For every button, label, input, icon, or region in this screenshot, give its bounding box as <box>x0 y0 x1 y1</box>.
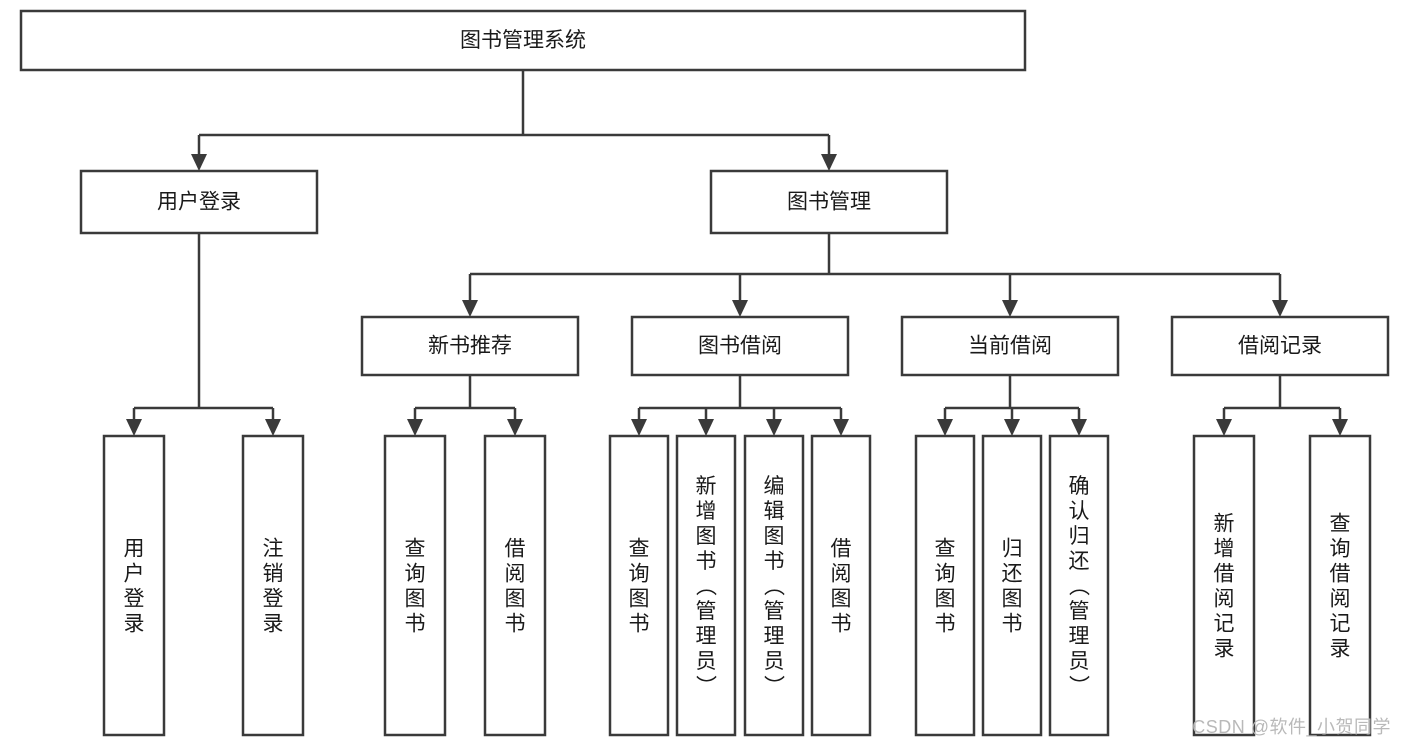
node-borrow-add-book[interactable]: 新增图书（管理员） <box>675 434 737 737</box>
node-label-borrow-edit-book: 编辑图书（管理员） <box>764 475 786 698</box>
node-box-recommend-query-book <box>383 434 447 737</box>
node-box-borrow-query-book <box>608 434 670 737</box>
node-borrow-borrow-book[interactable]: 借阅图书 <box>810 434 872 737</box>
node-box-records-add <box>1192 434 1256 737</box>
node-borrow-edit-book[interactable]: 编辑图书（管理员） <box>743 434 805 737</box>
node-label-borrow-records: 借阅记录 <box>1238 335 1322 358</box>
node-current-confirm-return[interactable]: 确认归还（管理员） <box>1048 434 1110 737</box>
node-label-current-confirm-return: 确认归还（管理员） <box>1069 475 1091 698</box>
arrow-head-icon <box>732 300 748 317</box>
node-box-recommend-borrow-book <box>483 434 547 737</box>
node-root[interactable]: 图书管理系统 <box>19 9 1027 72</box>
node-label-book-borrow: 图书借阅 <box>698 335 782 358</box>
node-box-user-logout <box>241 434 305 737</box>
arrow-head-icon <box>1002 300 1018 317</box>
node-box-current-return-book <box>981 434 1043 737</box>
node-user-login-do[interactable]: 用户登录 <box>102 434 166 737</box>
node-book-borrow[interactable]: 图书借阅 <box>630 315 850 377</box>
node-records-add[interactable]: 新增借阅记录 <box>1192 434 1256 737</box>
arrow-head-icon <box>698 419 714 436</box>
node-label-recommend-query-book: 查询图书 <box>405 538 426 636</box>
node-label-user-login-do: 用户登录 <box>124 538 145 636</box>
node-user-logout[interactable]: 注销登录 <box>241 434 305 737</box>
node-label-root: 图书管理系统 <box>460 29 586 52</box>
node-new-book-recommend[interactable]: 新书推荐 <box>360 315 580 377</box>
arrow-head-icon <box>191 154 207 171</box>
node-box-root <box>19 9 1027 72</box>
node-box-book-management <box>709 169 949 235</box>
node-label-user-login: 用户登录 <box>157 191 241 214</box>
node-label-book-management: 图书管理 <box>787 191 871 214</box>
node-borrow-records[interactable]: 借阅记录 <box>1170 315 1390 377</box>
arrow-head-icon <box>631 419 647 436</box>
node-current-query-book[interactable]: 查询图书 <box>914 434 976 737</box>
arrow-head-icon <box>1332 419 1348 436</box>
arrow-head-icon <box>821 154 837 171</box>
node-borrow-query-book[interactable]: 查询图书 <box>608 434 670 737</box>
node-box-borrow-borrow-book <box>810 434 872 737</box>
node-recommend-borrow-book[interactable]: 借阅图书 <box>483 434 547 737</box>
node-box-current-query-book <box>914 434 976 737</box>
node-box-borrow-records <box>1170 315 1390 377</box>
node-box-book-borrow <box>630 315 850 377</box>
node-box-current-confirm-return <box>1048 434 1110 737</box>
arrow-head-icon <box>766 419 782 436</box>
arrow-head-icon <box>407 419 423 436</box>
arrow-head-icon <box>1071 419 1087 436</box>
node-label-records-add: 新增借阅记录 <box>1214 513 1235 661</box>
node-label-user-logout: 注销登录 <box>263 538 284 636</box>
arrow-head-icon <box>833 419 849 436</box>
node-label-borrow-query-book: 查询图书 <box>629 538 650 636</box>
node-records-query[interactable]: 查询借阅记录 <box>1308 434 1372 737</box>
arrow-head-icon <box>126 419 142 436</box>
arrow-head-icon <box>507 419 523 436</box>
node-box-new-book-recommend <box>360 315 580 377</box>
node-box-borrow-edit-book <box>743 434 805 737</box>
arrow-head-icon <box>1272 300 1288 317</box>
node-current-borrow[interactable]: 当前借阅 <box>900 315 1120 377</box>
node-user-login[interactable]: 用户登录 <box>79 169 319 235</box>
node-box-borrow-add-book <box>675 434 737 737</box>
node-label-recommend-borrow-book: 借阅图书 <box>505 538 526 636</box>
nodes-layer: 图书管理系统用户登录用户登录注销登录图书管理新书推荐查询图书借阅图书图书借阅查询… <box>19 9 1390 737</box>
node-label-borrow-add-book: 新增图书（管理员） <box>696 475 718 698</box>
node-current-return-book[interactable]: 归还图书 <box>981 434 1043 737</box>
arrow-head-icon <box>937 419 953 436</box>
node-box-current-borrow <box>900 315 1120 377</box>
arrow-head-icon <box>1216 419 1232 436</box>
connectors-layer <box>126 70 1348 436</box>
node-label-current-query-book: 查询图书 <box>935 538 956 636</box>
node-label-new-book-recommend: 新书推荐 <box>428 335 512 358</box>
node-label-current-return-book: 归还图书 <box>1002 538 1023 636</box>
node-recommend-query-book[interactable]: 查询图书 <box>383 434 447 737</box>
node-label-borrow-borrow-book: 借阅图书 <box>831 538 852 636</box>
node-label-current-borrow: 当前借阅 <box>968 335 1052 358</box>
arrow-head-icon <box>1004 419 1020 436</box>
node-label-records-query: 查询借阅记录 <box>1330 513 1351 661</box>
node-book-management[interactable]: 图书管理 <box>709 169 949 235</box>
arrow-head-icon <box>462 300 478 317</box>
node-box-user-login <box>79 169 319 235</box>
node-box-records-query <box>1308 434 1372 737</box>
arrow-head-icon <box>265 419 281 436</box>
node-box-user-login-do <box>102 434 166 737</box>
